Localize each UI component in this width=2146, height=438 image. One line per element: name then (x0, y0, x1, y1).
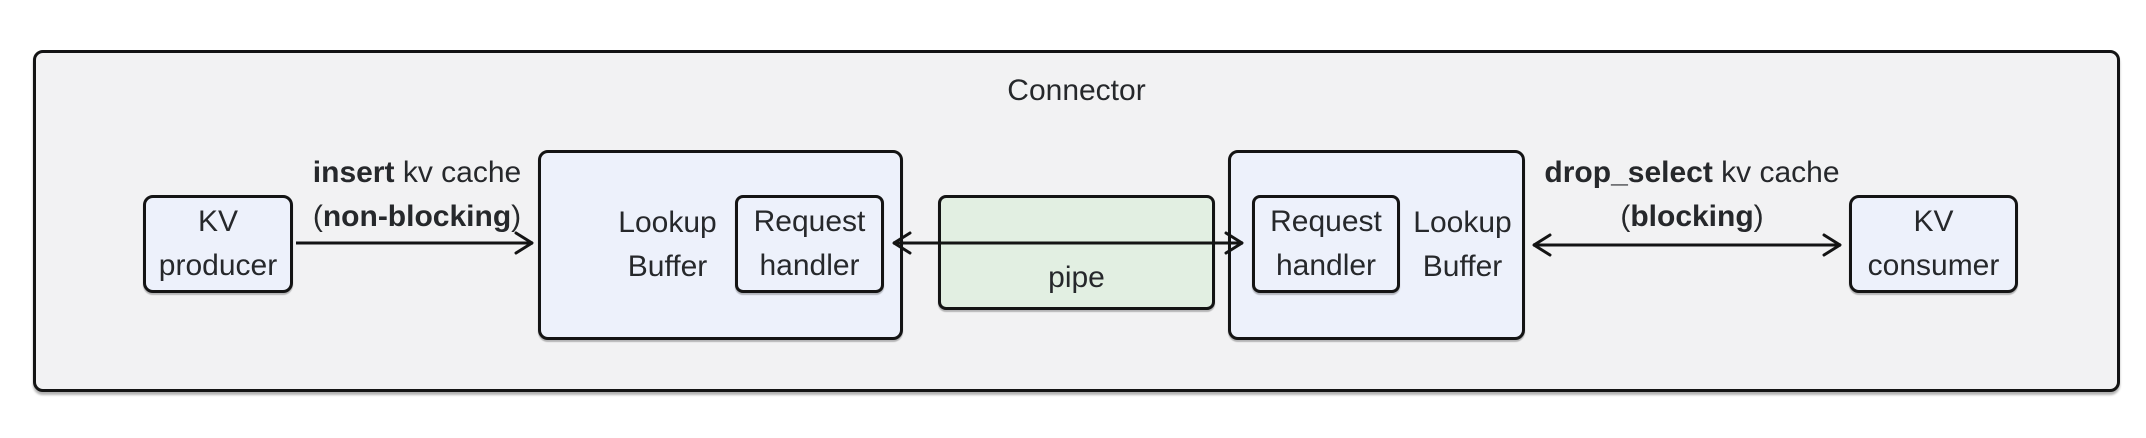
node-kv-producer: KV producer (143, 195, 293, 293)
node-lookup-buffer-left-label: Lookup Buffer (575, 150, 760, 340)
diagram-title: Connector (1007, 74, 1146, 107)
node-request-handler-right-label: Request handler (1270, 200, 1382, 288)
edge-label-drop-select: drop_select kv cache (blocking) (1537, 151, 1847, 239)
node-kv-consumer: KV consumer (1849, 195, 2018, 293)
edge-label-insert-line2: (non-blocking) (262, 195, 572, 239)
node-lookup-buffer-left-text: Lookup Buffer (618, 201, 716, 289)
edge-label-insert-close-paren: ) (511, 200, 522, 233)
node-lookup-buffer-left-line1: Lookup (618, 206, 717, 239)
node-request-handler-right-line1: Request (1270, 205, 1382, 238)
node-request-handler-right-line2: handler (1275, 249, 1377, 282)
edge-label-insert-rest: kv cache (394, 156, 522, 189)
node-lookup-buffer-left-line2: Buffer (627, 250, 708, 283)
node-request-handler-left-label: Request handler (754, 200, 866, 288)
node-kv-consumer-label: KV consumer (1868, 200, 2000, 288)
node-kv-consumer-line1: KV (1913, 205, 1954, 238)
edge-label-insert-bold: insert (312, 156, 395, 189)
node-pipe: pipe (938, 195, 1215, 310)
edge-label-drop-select-line2: (blocking) (1537, 195, 1847, 239)
node-kv-producer-line2: producer (158, 249, 278, 282)
node-lookup-buffer-right-line1: Lookup (1413, 206, 1512, 239)
node-pipe-label: pipe (1048, 261, 1105, 294)
edge-label-drop-select-line1: drop_select kv cache (1537, 151, 1847, 195)
node-lookup-buffer-right-line2: Buffer (1422, 250, 1503, 283)
node-request-handler-left-line2: handler (759, 249, 860, 282)
edge-label-insert-open-paren: ( (312, 200, 323, 233)
node-lookup-buffer-right-label: Lookup Buffer (1400, 150, 1525, 340)
edge-label-drop-select-mode: blocking (1630, 200, 1754, 233)
node-request-handler-right: Request handler (1252, 195, 1400, 293)
edge-label-drop-select-close-paren: ) (1753, 200, 1764, 233)
node-kv-consumer-line2: consumer (1867, 249, 2000, 282)
edge-label-insert: insert kv cache (non-blocking) (262, 151, 572, 239)
edge-label-drop-select-open-paren: ( (1620, 200, 1631, 233)
node-lookup-buffer-right-text: Lookup Buffer (1413, 201, 1511, 289)
node-kv-producer-line1: KV (197, 205, 239, 238)
node-request-handler-left: Request handler (735, 195, 884, 293)
node-request-handler-left-line1: Request (753, 205, 866, 238)
edge-label-drop-select-bold: drop_select (1544, 156, 1713, 189)
node-kv-producer-label: KV producer (159, 200, 277, 288)
edge-label-insert-mode: non-blocking (322, 200, 512, 233)
edge-label-drop-select-rest: kv cache (1712, 156, 1840, 189)
edge-label-insert-line1: insert kv cache (262, 151, 572, 195)
